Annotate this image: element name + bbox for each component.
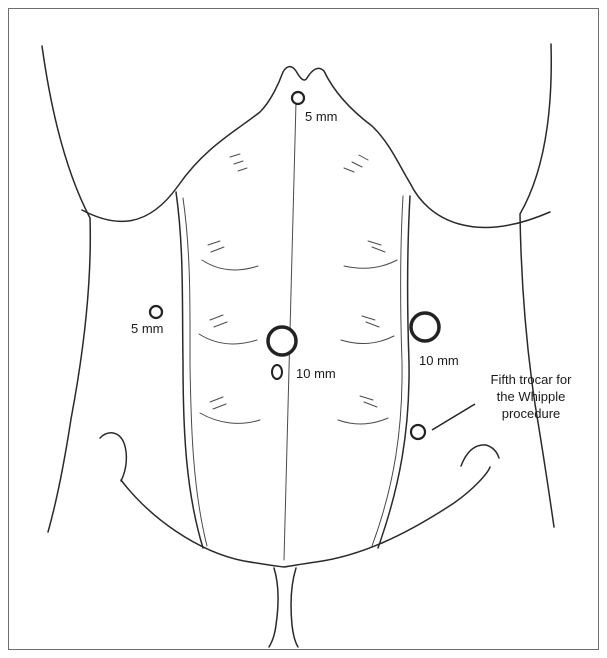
pubic-contour bbox=[121, 467, 490, 567]
left-iliac-crest bbox=[100, 433, 126, 481]
fifth-trocar-label-line2: the Whipple bbox=[497, 389, 566, 404]
right-chest-hatching bbox=[344, 155, 368, 172]
right-10mm-port bbox=[411, 313, 439, 341]
right-rectus-border bbox=[378, 196, 410, 548]
figure-border bbox=[9, 9, 599, 650]
top-port-label: 5 mm bbox=[305, 109, 338, 124]
left-tendinous-intersection-3 bbox=[200, 413, 260, 423]
fifth-trocar-leader-line bbox=[432, 404, 475, 430]
chest-contour bbox=[82, 67, 550, 228]
fifth-trocar-label-line1: Fifth trocar for bbox=[491, 372, 573, 387]
left-rectus-hatching bbox=[208, 241, 227, 409]
left-tendinous-intersection-1 bbox=[202, 260, 258, 270]
right-tendinous-intersection-3 bbox=[338, 418, 388, 424]
right-port-label: 10 mm bbox=[419, 353, 459, 368]
right-flank-outline bbox=[520, 44, 554, 527]
left-flank-outline bbox=[42, 46, 90, 532]
left-port-label: 5 mm bbox=[131, 321, 164, 336]
left-rectus-border bbox=[176, 192, 203, 548]
umbilical-stalk bbox=[269, 568, 278, 647]
right-tendinous-intersection-2 bbox=[341, 336, 394, 343]
central-10mm-port bbox=[268, 327, 296, 355]
fifth-trocar-label-line3: procedure bbox=[502, 406, 561, 421]
right-iliac-crest bbox=[461, 445, 499, 466]
left-5mm-port bbox=[150, 306, 162, 318]
fifth-trocar-port bbox=[411, 425, 425, 439]
center-port-label: 10 mm bbox=[296, 366, 336, 381]
top-5mm-port bbox=[292, 92, 304, 104]
left-rectus-border-inner bbox=[183, 198, 207, 546]
umbilical-stalk-right bbox=[291, 568, 298, 647]
left-tendinous-intersection-2 bbox=[199, 334, 257, 344]
right-tendinous-intersection-1 bbox=[344, 260, 397, 268]
left-chest-hatching bbox=[230, 154, 247, 171]
umbilicus bbox=[272, 365, 282, 379]
